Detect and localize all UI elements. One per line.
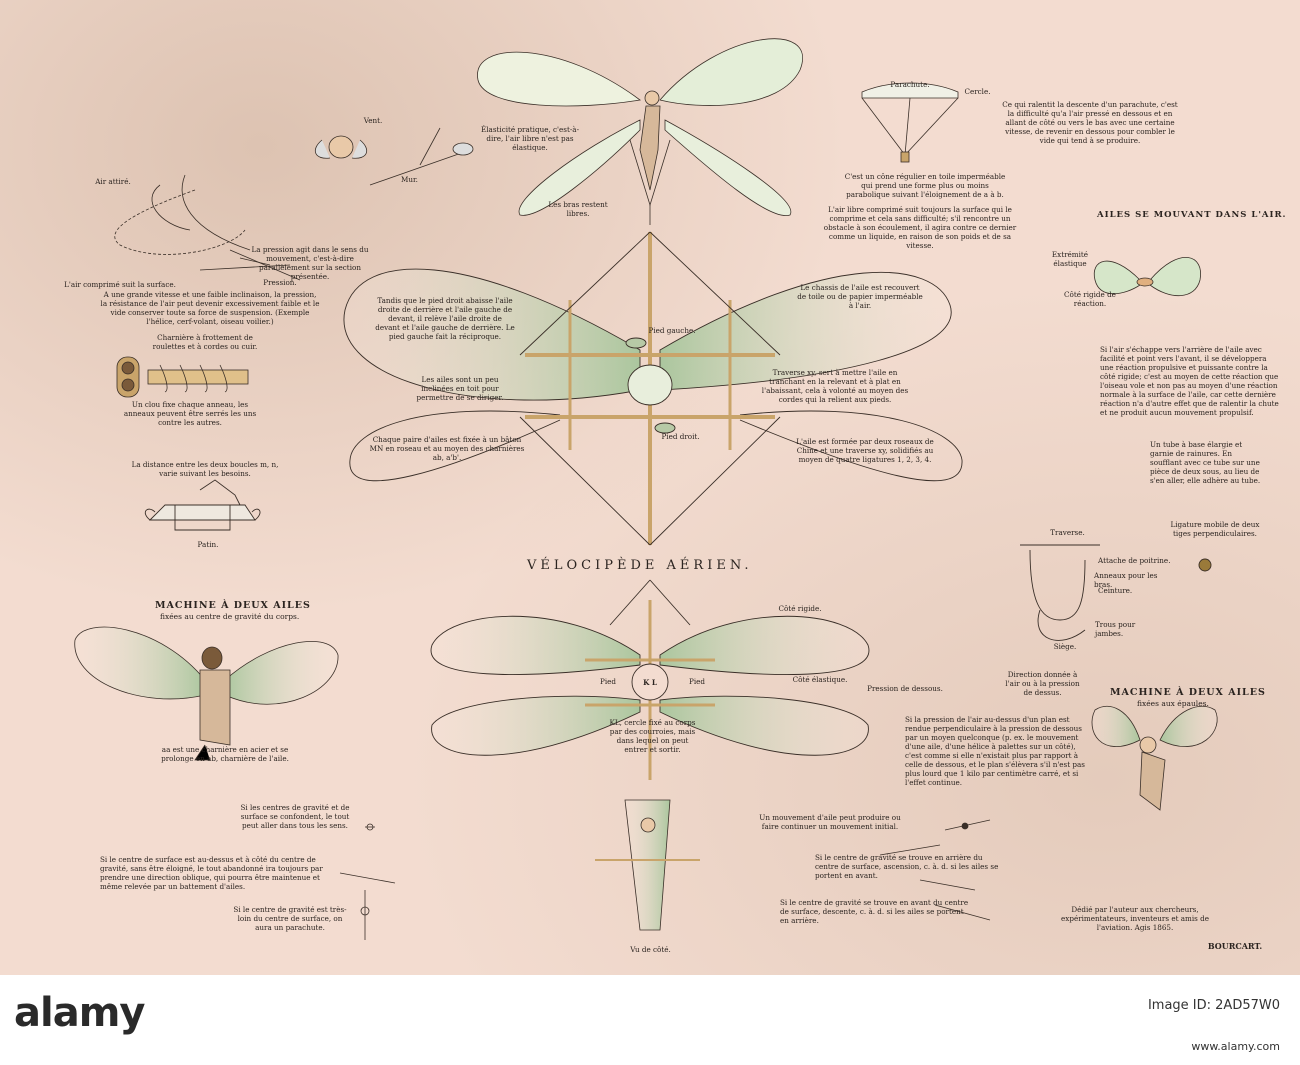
heading-machine-left: MACHINE À DEUX AILES: [155, 600, 311, 611]
label-cote-rigide: Côté rigide.: [778, 604, 822, 613]
label-vent: Vent.: [363, 116, 383, 125]
label-pression: Pression.: [263, 278, 297, 287]
label-kl: K L: [643, 678, 657, 687]
label-mur: Mur.: [401, 175, 418, 184]
machine-right: [1091, 705, 1218, 811]
side-view-figure: [595, 799, 700, 931]
label-pied-right: Pied: [689, 677, 705, 686]
patin-drawing: [144, 479, 261, 531]
wings-in-air: [1093, 257, 1202, 297]
label-pied-droit: Pied droit.: [661, 432, 700, 441]
engraved-plate: VÉLOCIPÈDE AÉRIEN. MACHINE À DEUX AILES …: [0, 0, 1300, 975]
label-traverse: Traverse.: [1050, 528, 1085, 537]
label-cote-rigide-reaction: Côté rigide de réaction.: [1064, 290, 1116, 308]
descente-text: Ce qui ralentit la descente d'un parachu…: [1002, 100, 1178, 145]
subheading-machine-right: fixées aux épaules.: [1137, 699, 1209, 708]
chaque-paire-text: Chaque paire d'ailes est fixée à un bâto…: [369, 435, 525, 462]
author: BOURCART.: [1207, 941, 1263, 951]
air-flow-diagram: [114, 174, 301, 281]
grande-vitesse-text: A une grande vitesse et une faible incli…: [100, 290, 320, 326]
air-libre-text: L'air libre comprimé suit toujours la su…: [823, 205, 1017, 250]
centre-avant-text: Si le centre de gravité se trouve en ava…: [780, 898, 969, 925]
stock-footer: [0, 975, 1300, 1065]
label-trous-jambes: Trous pour jambes.: [1095, 620, 1136, 638]
charniere-label: Charnière à frottement de roulettes et à…: [152, 333, 258, 351]
centres-confondent-text: Si les centres de gravité et de surface …: [240, 803, 350, 830]
label-extremite: Extrémité élastique: [1051, 250, 1089, 268]
parachute-drawing: [861, 82, 959, 163]
label-bras-libres: Les bras restent libres.: [548, 200, 608, 218]
si-air-text: Si l'air s'échappe vers l'arrière de l'a…: [1100, 345, 1279, 417]
mouvement-aile-text: Un mouvement d'aile peut produire ou fai…: [759, 813, 901, 831]
aa-text: aa est une charnière en acier et se prol…: [161, 745, 289, 763]
label-anneaux-bras: Anneaux pour les bras.: [1094, 571, 1158, 589]
label-pied-gauche: Pied gauche.: [648, 326, 696, 335]
subheading-machine-left: fixées au centre de gravité du corps.: [160, 612, 300, 621]
cherub-wind: [314, 127, 474, 186]
label-siege: Siège.: [1053, 642, 1077, 651]
label-air-attire: Air attiré.: [95, 177, 131, 186]
label-cercle: Cercle.: [964, 87, 991, 96]
image-id: Image ID: 2AD57W0: [1147, 998, 1280, 1013]
label-pied-left: Pied: [600, 677, 616, 686]
label-elasticite: Élasticité pratique, c'est-à-dire, l'air…: [481, 125, 579, 152]
ailes-inclinees-text: Les ailes sont un peu inclinées en toit …: [416, 375, 504, 402]
label-air-comprime: L'air comprimé suit la surface.: [64, 280, 176, 289]
label-ligature: Ligature mobile de deux tiges perpendicu…: [1170, 520, 1260, 538]
chassis-text: Le chassis de l'aile est recouvert de to…: [797, 283, 923, 310]
parachute-description: C'est un cône régulier en toile imperméa…: [844, 172, 1006, 199]
plate-title: VÉLOCIPÈDE AÉRIEN.: [527, 558, 753, 573]
clou-text: Un clou fixe chaque anneau, les anneaux …: [123, 400, 257, 427]
kl-wing-view: [430, 579, 870, 780]
harness-drawing: [1020, 544, 1212, 641]
distance-text: La distance entre les deux boucles m, n,…: [131, 460, 279, 478]
label-patin: Patin.: [197, 540, 219, 549]
centre-loin-text: Si le centre de gravité est très-loin du…: [233, 905, 347, 932]
heading-wings-in-air: AILES SE MOUVANT DANS L'AIR.: [1097, 210, 1287, 220]
label-attache: Attache de poitrine.: [1098, 556, 1171, 565]
centre-dessus-text: Si le centre de surface est au-dessus et…: [100, 855, 323, 891]
label-ceinture: Ceinture.: [1098, 586, 1133, 595]
label-direction: Direction donnée à l'air ou à la pressio…: [1005, 670, 1080, 697]
flying-man-top: [477, 38, 803, 225]
tandis-text: Tandis que le pied droit abaisse l'aile …: [375, 296, 515, 341]
pression-sens-text: La pression agit dans le sens du mouveme…: [251, 245, 369, 281]
top-view-frame: [343, 231, 963, 546]
si-pression-text: Si la pression de l'air au-dessus d'un p…: [905, 715, 1085, 787]
plate-drawings: [74, 38, 1218, 940]
tube-text: Un tube à base élargie et garnie de rain…: [1150, 440, 1261, 485]
aile-formee-text: L'aile est formée par deux roseaux de Ch…: [796, 437, 934, 464]
centre-arriere-text: Si le centre de gravité se trouve en arr…: [815, 853, 999, 880]
footer-url[interactable]: www.alamy.com: [1191, 1040, 1280, 1053]
watermark-logo: alamy: [14, 990, 145, 1036]
label-parachute: Parachute.: [890, 80, 930, 89]
heading-machine-right: MACHINE À DEUX AILES: [1110, 687, 1266, 698]
label-cote-elastique: Côté élastique.: [792, 675, 848, 684]
machine-left: [74, 626, 339, 761]
label-pression-dessous: Pression de dessous.: [867, 684, 943, 693]
gravity-diagrams: [339, 819, 991, 940]
kl-description: KL, cercle fixé au corps par des courroi…: [609, 718, 696, 754]
traverse-xy-text: Traverse xy, sert à mettre l'aile en tra…: [761, 368, 909, 404]
dedication: Dédié par l'auteur aux chercheurs, expér…: [1061, 905, 1209, 932]
hinge-drawing: [116, 356, 249, 398]
label-vu-cote: Vu de côté.: [630, 945, 671, 954]
